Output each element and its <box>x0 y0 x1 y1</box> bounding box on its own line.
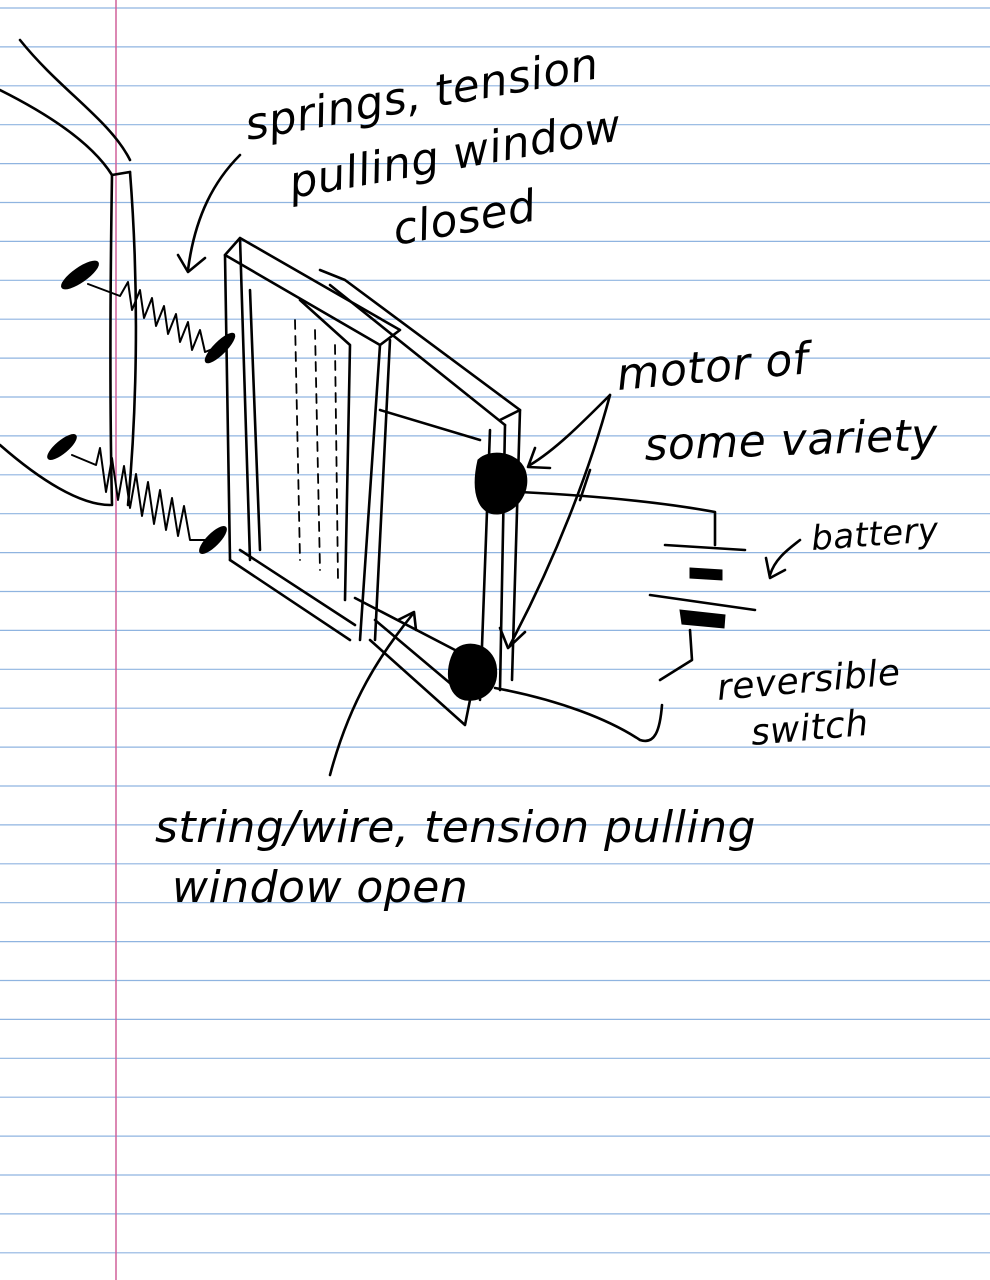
string-label-line1: string/wire, tension pulling <box>155 802 756 853</box>
springs-label-line3: closed <box>389 180 540 255</box>
switch-label-line2: switch <box>749 703 870 754</box>
switch-label-line1: reversible <box>715 652 902 709</box>
annotation-arrows <box>176 153 802 777</box>
string-label-line2: window open <box>172 862 468 913</box>
battery-symbol <box>648 543 757 629</box>
wall-frame-drawing <box>0 38 138 507</box>
motor-label-line2: some variety <box>644 410 940 471</box>
string-label: string/wire, tension pulling window open <box>155 802 756 913</box>
springs-drawing <box>71 281 216 541</box>
wires-drawing <box>493 490 717 743</box>
battery-label: battery <box>810 510 940 559</box>
springs-label: springs, tension pulling window closed <box>241 38 625 255</box>
motors-drawing <box>447 452 528 701</box>
switch-label: reversible switch <box>715 652 902 754</box>
motor-label: motor of some variety <box>615 333 940 471</box>
window-drawing <box>223 236 522 727</box>
motor-label-line1: motor of <box>615 333 817 401</box>
